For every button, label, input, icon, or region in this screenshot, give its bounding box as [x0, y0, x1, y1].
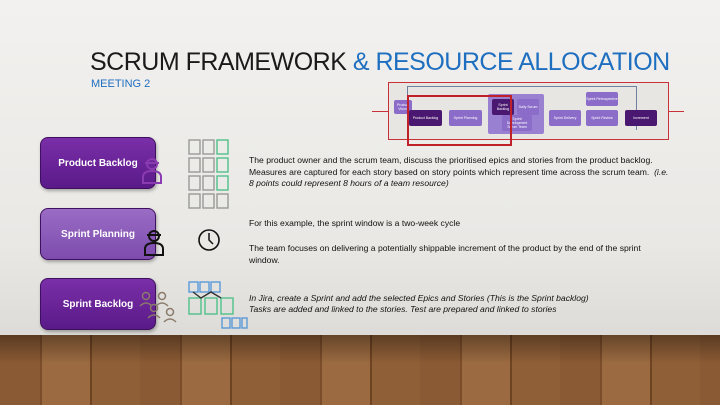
jira-sprint-text: In Jira, create a Sprint and add the sel…	[249, 293, 589, 303]
diagram-sprint-review: Sprint Review	[586, 110, 618, 126]
sprint-planning-button[interactable]: Sprint Planning	[40, 208, 156, 260]
product-backlog-button[interactable]: Product Backlog	[40, 137, 156, 189]
scrum-team-icon	[139, 291, 177, 323]
product-backlog-description: The product owner and the scrum team, di…	[249, 155, 669, 190]
wood-floor	[0, 335, 720, 405]
diagram-development-team: Sprint Development Scrum Team	[502, 115, 532, 131]
diagram-daily-scrum: Daily Scrum	[517, 99, 539, 115]
diagram-sprint-backlog: Sprint Backlog	[492, 99, 514, 115]
title-part1: SCRUM FRAMEWORK	[90, 48, 353, 76]
slide-subtitle: MEETING 2	[91, 78, 151, 90]
backlog-clipboards-icon	[188, 139, 229, 209]
diagram-highlight	[407, 95, 512, 146]
story-points-note: (i.e. 8 points could represent 8 hours o…	[249, 166, 669, 189]
sprint-backlog-button[interactable]: Sprint Backlog	[40, 278, 156, 330]
product-owner-icon	[142, 158, 162, 184]
scrum-master-icon	[144, 230, 164, 256]
tasks-text: Tasks are added and linked to the storie…	[249, 304, 557, 314]
diagram-product-backlog: Product Backlog	[409, 110, 442, 126]
diagram-sprint-retrospective: Sprint Retrospective	[586, 92, 618, 106]
title-part2: & RESOURCE ALLOCATION	[352, 48, 670, 76]
product-backlog-text: The product owner and the scrum team, di…	[249, 155, 653, 177]
diagram-increment: Increment	[625, 110, 657, 126]
diagram-sprint-delivery: Sprint Delivery	[549, 110, 581, 126]
sprint-backlog-clipboards-icon	[188, 281, 248, 329]
clock-icon	[198, 229, 220, 251]
sprint-window-text: For this example, the sprint window is a…	[249, 218, 461, 228]
scrum-diagram: Product Vision Product Backlog Sprint Pl…	[388, 82, 669, 140]
sprint-planning-text: The team focuses on delivering a potenti…	[249, 243, 641, 265]
slide-title: SCRUM FRAMEWORK & RESOURCE ALLOCATION	[90, 48, 670, 77]
diagram-sprint-planning: Sprint Planning	[449, 110, 482, 126]
